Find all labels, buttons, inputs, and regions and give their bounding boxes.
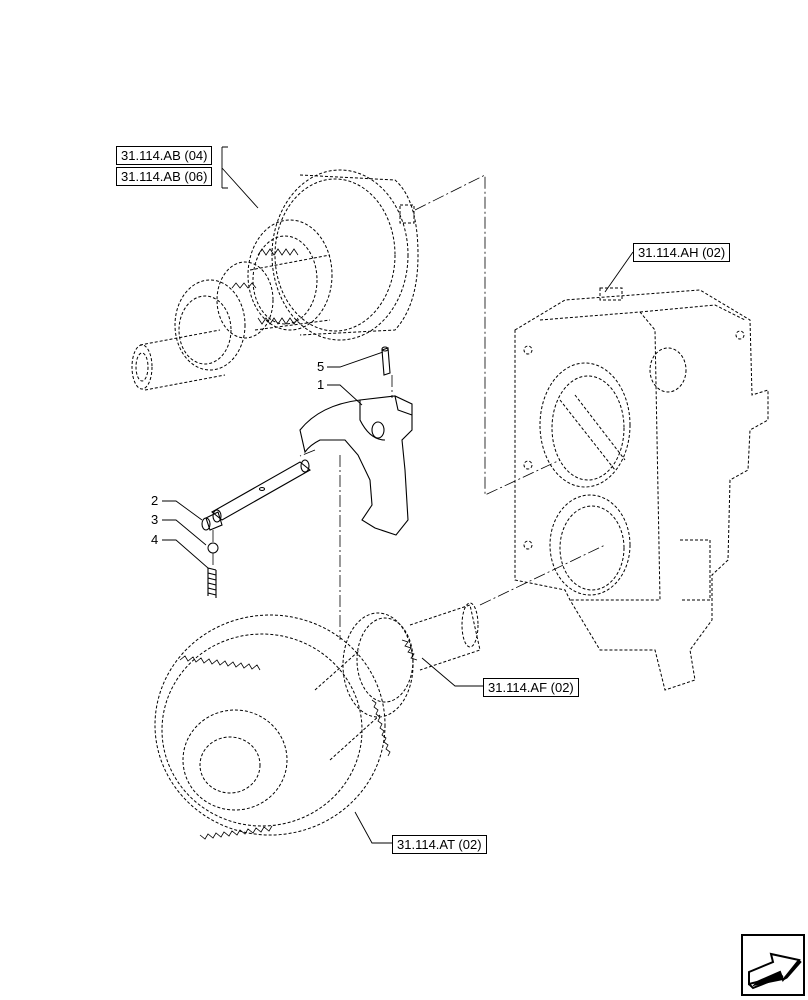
detent-spring <box>207 567 217 598</box>
reference-label: 31.114.AB (06) <box>121 169 208 184</box>
roll-pin <box>381 346 391 376</box>
reference-label: 31.114.AF (02) <box>488 680 574 695</box>
reference-box-ab06[interactable]: 31.114.AB (06) <box>116 167 213 186</box>
callout-1: 1 <box>317 377 325 392</box>
reference-box-af02[interactable]: 31.114.AF (02) <box>483 678 579 697</box>
reference-box-ab04[interactable]: 31.114.AB (04) <box>116 146 213 165</box>
callout-4: 4 <box>151 532 159 547</box>
upper-gear-teeth <box>231 248 299 325</box>
shift-rail <box>211 459 311 523</box>
bracket-ticks <box>222 146 228 189</box>
callout-3: 3 <box>151 512 159 527</box>
callout-5: 5 <box>317 359 325 374</box>
lower-gear-teeth <box>179 639 418 840</box>
reference-label: 31.114.AB (04) <box>121 148 208 163</box>
shift-fork <box>299 395 413 536</box>
alignment-lines <box>212 174 606 640</box>
leader-lines <box>162 147 634 844</box>
transmission-housing <box>514 287 769 691</box>
callout-2: 2 <box>151 493 159 508</box>
reference-label: 31.114.AH (02) <box>638 245 726 260</box>
reference-box-ah02[interactable]: 31.114.AH (02) <box>633 243 731 262</box>
reference-box-at02[interactable]: 31.114.AT (02) <box>392 835 487 854</box>
lower-gear-assembly <box>154 602 481 836</box>
next-page-arrow-icon <box>748 952 802 990</box>
reference-label: 31.114.AT (02) <box>397 837 482 852</box>
detent-ball <box>207 542 219 554</box>
detent-plunger <box>201 511 223 531</box>
upper-clutch-assembly <box>131 169 419 391</box>
next-page-button[interactable] <box>741 934 805 996</box>
